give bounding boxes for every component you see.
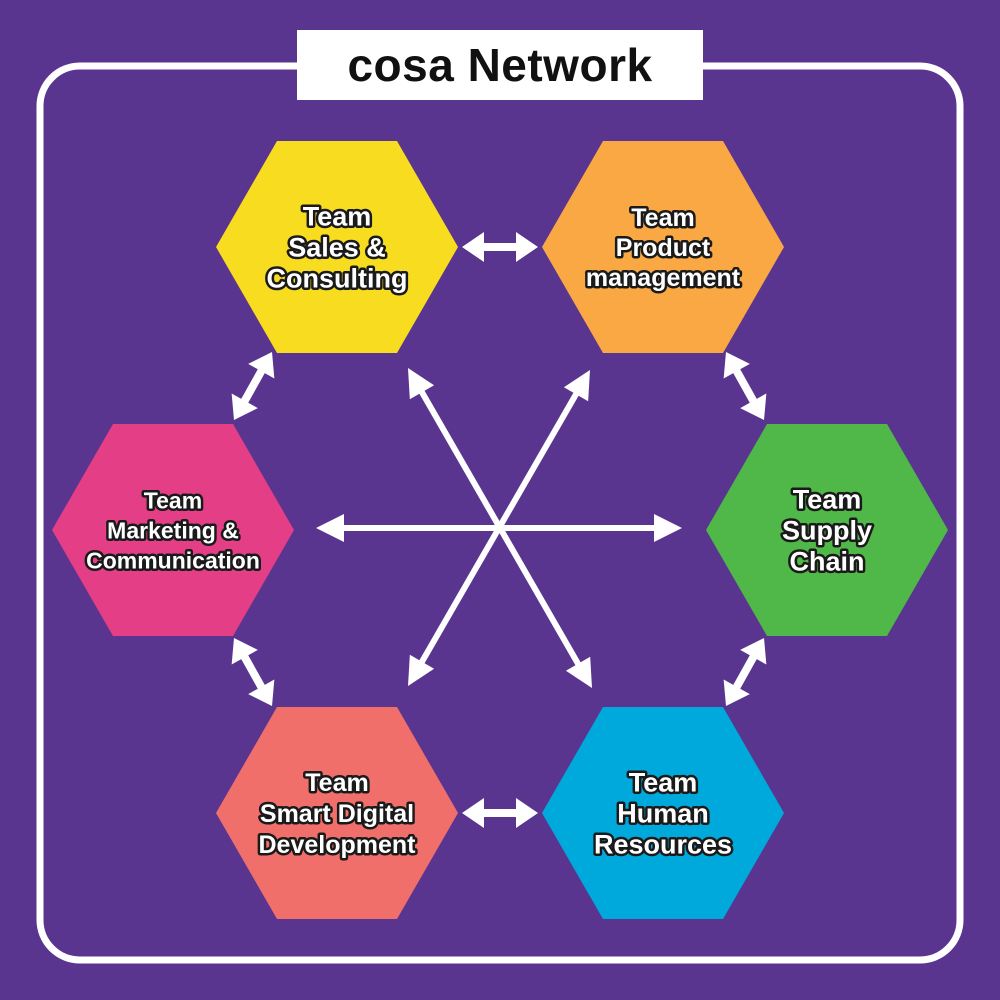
team-label-supply-line-3: Chain [789, 547, 864, 577]
arrow-hr-digital-head-start [516, 798, 538, 828]
hexagon-hr [542, 707, 784, 919]
arrow-sales-product-head-end [516, 232, 538, 262]
team-label-sales-line-2: Sales & [288, 233, 386, 263]
arrow-digital-marketing-shaft [240, 653, 266, 691]
team-label-marketing-line-3: Communication [86, 547, 260, 573]
arrow-product-supply-head-end [740, 393, 767, 420]
arrow-marketing-sales-shaft [240, 367, 266, 405]
arrow-hr-digital-head-end [462, 798, 484, 828]
hexagon-product [542, 141, 784, 353]
arrow-digital-marketing [231, 638, 275, 706]
hexagon-digital [216, 707, 458, 919]
team-label-supply-line-2: Supply [782, 516, 872, 546]
arrow-marketing-sales [231, 352, 275, 420]
diagram-title: cosa Network [347, 39, 653, 91]
team-label-marketing-line-1: Team [144, 487, 202, 513]
team-label-hr-line-2: Human [617, 799, 709, 829]
arrow-digital-marketing-head-start [248, 679, 275, 706]
hexagon-marketing [52, 424, 294, 636]
arrow-digital-marketing-head-end [231, 638, 258, 665]
arrows-layer [231, 232, 767, 828]
arrow-sales-hr-head-start [408, 368, 435, 400]
arrow-product-supply-shaft [732, 367, 758, 405]
team-label-product-line-3: management [586, 264, 741, 292]
team-label-product-line-2: Product [616, 234, 711, 262]
arrow-marketing-sales-head-start [231, 393, 258, 420]
arrow-sales-product-head-start [462, 232, 484, 262]
arrow-supply-hr-shaft [732, 653, 758, 691]
arrow-supply-hr [723, 638, 767, 706]
arrow-supply-hr-head-end [723, 679, 750, 706]
team-label-hr-line-3: Resources [594, 830, 732, 860]
team-label-digital-line-1: Team [305, 769, 368, 797]
arrow-marketing-supply-head-start [316, 514, 344, 542]
arrow-marketing-supply-head-end [654, 514, 682, 542]
arrow-product-supply-head-start [723, 352, 750, 379]
team-label-sales-line-1: Team [303, 202, 372, 232]
title-box: cosa Network [297, 30, 703, 100]
arrow-supply-hr-head-start [740, 638, 767, 665]
team-label-sales-line-3: Consulting [267, 264, 408, 294]
team-label-digital-line-2: Smart Digital [260, 800, 414, 828]
arrow-product-digital-head-start [563, 370, 590, 402]
hexagon-sales [216, 141, 458, 353]
arrow-marketing-supply [316, 514, 682, 542]
team-label-digital-line-3: Development [259, 831, 417, 859]
arrow-product-supply [723, 352, 767, 420]
arrow-hr-digital [462, 798, 538, 828]
hexagon-supply [706, 424, 948, 636]
arrow-sales-hr-head-end [565, 656, 592, 688]
arrow-marketing-sales-head-end [248, 352, 275, 379]
arrow-product-digital-head-end [408, 654, 435, 686]
team-label-supply-line-1: Team [793, 485, 862, 515]
team-label-marketing-line-2: Marketing & [107, 517, 239, 543]
arrow-sales-product [462, 232, 538, 262]
team-label-product-line-1: Team [631, 204, 694, 232]
team-label-hr-line-1: Team [629, 768, 698, 798]
